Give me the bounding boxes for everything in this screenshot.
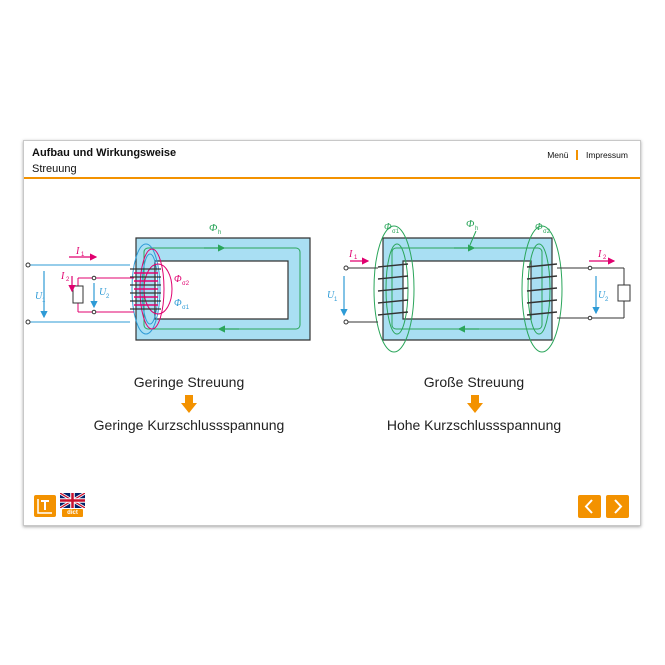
right-phi-s2-sub: σ2 [543, 229, 551, 235]
right-phi-s1-sub: σ1 [392, 229, 400, 235]
chevron-right-icon [614, 499, 623, 514]
right-i1-label: I [348, 249, 353, 260]
left-u1-sub: 1 [42, 298, 46, 304]
left-caption-top: Geringe Streuung [133, 374, 245, 390]
dict-label[interactable]: dict [62, 509, 83, 517]
right-phi-h-sub: h [475, 226, 478, 232]
header-divider [24, 177, 640, 179]
left-u1-label: U [35, 291, 43, 302]
right-u1-label: U [327, 290, 335, 301]
left-u2-sub: 2 [106, 294, 110, 300]
left-i2-label: I [60, 271, 65, 282]
right-u2-sub: 2 [605, 297, 609, 303]
left-phi-s2-sub: σ2 [182, 281, 190, 287]
left-phi-s1-sub: σ1 [182, 305, 190, 311]
right-i2-sub: 2 [603, 255, 607, 261]
chevron-left-icon [584, 499, 593, 514]
left-phi-s1-label: Φ [174, 298, 182, 309]
left-caption-bottom: Geringe Kurzschlussspannung [93, 417, 285, 433]
right-u1-sub: 1 [334, 297, 338, 303]
content-frame: Aufbau und Wirkungsweise Streuung Menü I… [23, 140, 641, 526]
left-transformer: Φ h [25, 222, 311, 341]
uk-flag-icon[interactable] [60, 493, 85, 508]
right-leak-loop-left-outer [373, 225, 415, 353]
right-leak-loop-left-inner [385, 243, 409, 335]
prev-button[interactable] [578, 495, 601, 518]
right-primary-winding [377, 263, 409, 316]
logo-icon[interactable] [34, 495, 56, 517]
right-phi-s2-label: Φ [535, 222, 543, 233]
left-i1-label: I [75, 246, 80, 257]
right-leak-loop-right-outer [521, 225, 563, 353]
left-phi-h-sub: h [218, 230, 221, 236]
page-title: Aufbau und Wirkungsweise [32, 147, 177, 159]
right-arrow-down-icon [467, 395, 483, 413]
left-i2-sub: 2 [66, 277, 70, 283]
left-load-resistor [72, 285, 84, 304]
left-u2-label: U [99, 287, 107, 298]
left-core [135, 237, 311, 341]
impressum-link[interactable]: Impressum [585, 150, 628, 160]
right-i1-sub: 1 [354, 255, 358, 261]
right-i2-label: I [597, 249, 602, 260]
right-phi-s1-label: Φ [384, 222, 392, 233]
left-winding [134, 272, 158, 306]
transformer-diagrams: Φ h [25, 218, 631, 353]
right-secondary-winding [526, 263, 558, 316]
right-caption-top: Große Streuung [423, 374, 525, 390]
right-transformer: Φ h Φ σ1 Φ σ2 [327, 218, 631, 353]
left-arrow-down-icon [181, 395, 197, 413]
left-phi-h-label: Φ [209, 222, 218, 234]
next-button[interactable] [606, 495, 629, 518]
menu-link[interactable]: Menü [547, 150, 569, 160]
top-navigation: Menü Impressum [547, 150, 628, 160]
right-caption-bottom: Hohe Kurzschlussspannung [386, 417, 562, 433]
left-leak-loop-1 [131, 243, 161, 335]
left-i1-sub: 1 [81, 252, 85, 258]
right-load-resistor [617, 284, 631, 302]
right-u2-label: U [598, 290, 606, 301]
nav-separator [576, 150, 578, 160]
right-phi-h-label: Φ [466, 218, 475, 230]
left-phi-s2-label: Φ [174, 274, 182, 285]
page-subtitle: Streuung [32, 163, 77, 175]
